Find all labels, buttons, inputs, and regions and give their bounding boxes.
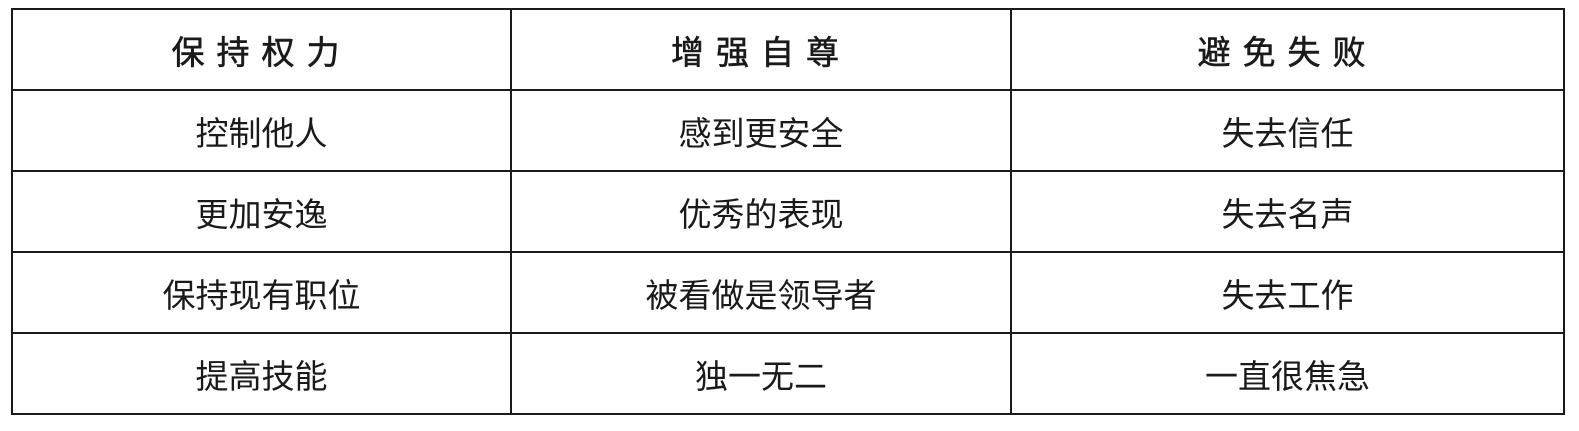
table-cell: 独一无二 — [510, 332, 1012, 415]
table-cell: 保持现有职位 — [11, 251, 512, 334]
table-cell: 失去信任 — [1010, 89, 1565, 172]
table-cell: 更加安逸 — [11, 170, 512, 253]
table-cell: 感到更安全 — [510, 89, 1012, 172]
table-cell: 失去名声 — [1010, 170, 1565, 253]
column-header: 增强自尊 — [510, 8, 1012, 91]
column-header: 保持权力 — [11, 8, 512, 91]
table-row: 更加安逸 优秀的表现 失去名声 — [11, 170, 1565, 253]
motivation-table: 保持权力 增强自尊 避免失败 控制他人 感到更安全 失去信任 更加安逸 优秀的表… — [11, 8, 1565, 415]
table-row: 提高技能 独一无二 一直很焦急 — [11, 332, 1565, 415]
column-header: 避免失败 — [1010, 8, 1565, 91]
table-cell: 提高技能 — [11, 332, 512, 415]
table-cell: 被看做是领导者 — [510, 251, 1012, 334]
table-cell: 优秀的表现 — [510, 170, 1012, 253]
table-header-row: 保持权力 增强自尊 避免失败 — [11, 8, 1565, 91]
table-cell: 失去工作 — [1010, 251, 1565, 334]
table-row: 保持现有职位 被看做是领导者 失去工作 — [11, 251, 1565, 334]
table-row: 控制他人 感到更安全 失去信任 — [11, 89, 1565, 172]
table-cell: 控制他人 — [11, 89, 512, 172]
table-cell: 一直很焦急 — [1010, 332, 1565, 415]
